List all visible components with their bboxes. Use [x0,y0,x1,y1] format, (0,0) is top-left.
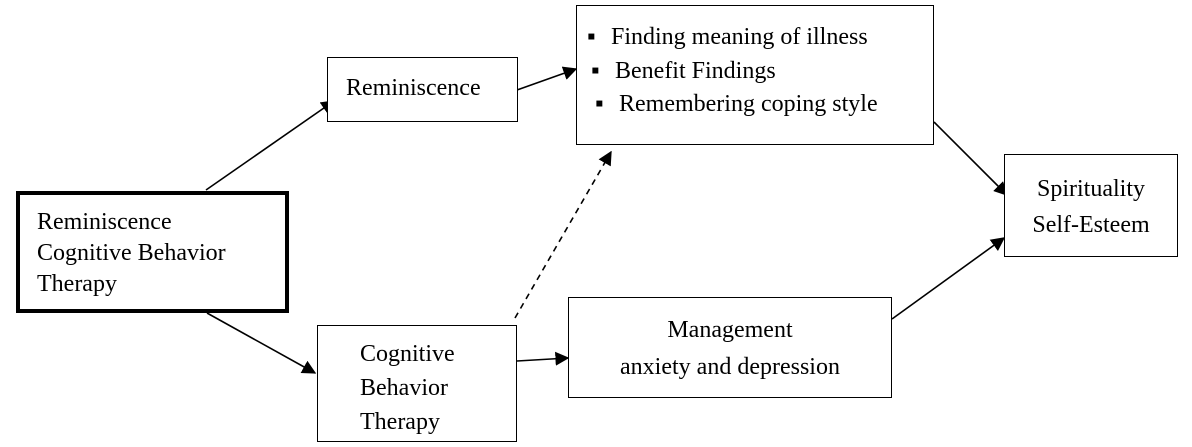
node-text-line: Reminiscence [37,209,172,235]
list-item: ▪ Benefit Findings [587,55,933,89]
node-cognitive-behavior-therapy: Cognitive Behavior Therapy [317,325,517,442]
node-reminiscence: Reminiscence [327,57,518,122]
bullet-icon: ▪ [591,57,600,84]
node-text-line: Self-Esteem [1032,212,1150,238]
arrow-management-to-result [891,237,1006,320]
list-item: ▪ Remembering coping style [587,88,933,122]
node-text-line: Management [667,317,793,343]
node-text-line: Therapy [360,409,440,436]
node-text-line: Cognitive Behavior [37,240,226,267]
node-text-line: anxiety and depression [620,354,840,381]
arrow-source-to-cbt [206,312,317,374]
node-management: Management anxiety and depression [568,297,892,398]
list-item: ▪ Finding meaning of illness [587,21,933,55]
arrow-cbt-to-outcomes-dashed [514,150,612,319]
arrow-outcomes-to-result [933,121,1008,196]
arrow-reminiscence-to-outcomes [516,66,578,91]
bullet-icon: ▪ [595,91,604,118]
list-item-text: Finding meaning of illness [611,24,868,50]
arrow-source-to-reminiscence [205,100,336,191]
list-item-text: Benefit Findings [615,57,776,84]
arrow-cbt-to-management [516,351,570,366]
list-item-text: Remembering coping style [619,91,878,118]
bullet-icon: ▪ [587,24,596,50]
node-spirituality-self-esteem: Spirituality Self-Esteem [1004,154,1178,257]
node-text-line: Reminiscence [346,75,481,101]
node-reminiscence-cbt: Reminiscence Cognitive Behavior Therapy [16,191,289,313]
node-outcomes-list: ▪ Finding meaning of illness ▪ Benefit Fin… [576,5,934,145]
node-text-line: Spirituality [1037,176,1145,202]
node-text-line: Cognitive [360,341,455,367]
node-text-line: Behavior [360,375,448,402]
node-text-line: Therapy [37,271,117,298]
